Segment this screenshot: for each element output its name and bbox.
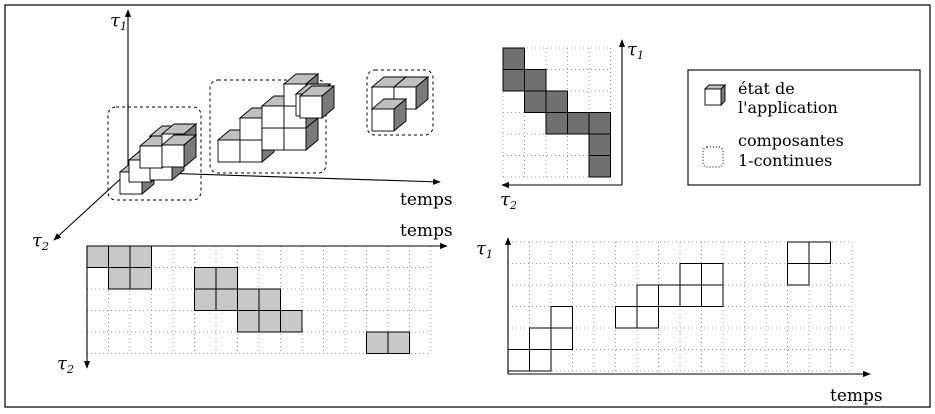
grid-cell bbox=[280, 310, 303, 333]
topright-cells bbox=[502, 47, 611, 178]
grid-cell bbox=[215, 267, 238, 290]
iso-panel: τ1 τ2 temps bbox=[32, 9, 453, 253]
bottomright-tau1-label: τ1 bbox=[476, 238, 493, 261]
bottomleft-time-label: temps bbox=[400, 221, 453, 241]
bottomright-panel: τ1 temps bbox=[476, 237, 883, 406]
grid-cell bbox=[679, 284, 702, 307]
grid-cell bbox=[701, 284, 724, 307]
legend-components-line2: 1-continues bbox=[738, 151, 832, 170]
grid-cell bbox=[194, 288, 217, 311]
grid-cell bbox=[701, 263, 724, 286]
grid-cell bbox=[808, 241, 831, 264]
grid-cell bbox=[502, 69, 525, 92]
grid-cell bbox=[588, 133, 611, 156]
legend: état de l'application composantes 1-cont… bbox=[687, 69, 921, 186]
grid-cell bbox=[502, 47, 525, 70]
grid-cell bbox=[129, 267, 152, 290]
legend-cube-icon bbox=[703, 83, 727, 107]
grid-cell bbox=[194, 267, 217, 290]
bottomright-time-label: temps bbox=[830, 386, 883, 406]
grid-cell bbox=[237, 288, 260, 311]
grid-cell bbox=[524, 69, 547, 92]
grid-cell bbox=[550, 306, 573, 329]
bottomleft-cells bbox=[86, 245, 410, 354]
legend-dotted-icon bbox=[702, 146, 724, 168]
grid-cell bbox=[258, 288, 281, 311]
grid-cell bbox=[787, 241, 810, 264]
grid-cell bbox=[108, 245, 131, 268]
grid-cell bbox=[679, 263, 702, 286]
iso-time-label: temps bbox=[400, 190, 453, 210]
grid-cell bbox=[86, 245, 109, 268]
topright-panel: τ1 τ2 bbox=[500, 39, 644, 212]
legend-components-line1: composantes bbox=[738, 131, 844, 150]
grid-cell bbox=[507, 349, 530, 372]
grid-cell bbox=[258, 310, 281, 333]
grid-cell bbox=[658, 284, 681, 307]
iso-cube bbox=[370, 98, 408, 132]
iso-cube bbox=[298, 85, 336, 119]
legend-state-line2: l'application bbox=[738, 98, 838, 117]
grid-cell bbox=[366, 331, 389, 354]
iso-cube bbox=[160, 134, 198, 168]
iso-cubes bbox=[118, 73, 430, 195]
topright-tau1-label: τ1 bbox=[627, 39, 644, 62]
grid-cell bbox=[615, 306, 638, 329]
iso-component-box-2 bbox=[209, 79, 327, 174]
grid-cell bbox=[529, 327, 552, 350]
grid-cell bbox=[567, 112, 590, 135]
grid-cell bbox=[550, 327, 573, 350]
legend-state-line1: état de bbox=[738, 79, 795, 98]
grid-cell bbox=[129, 245, 152, 268]
iso-tau1-label: τ1 bbox=[110, 10, 127, 33]
iso-tau2-axis bbox=[53, 171, 129, 241]
legend-box bbox=[687, 69, 921, 186]
grid-cell bbox=[237, 310, 260, 333]
iso-tau2-label: τ2 bbox=[32, 230, 49, 253]
grid-cell bbox=[529, 349, 552, 372]
topright-tau2-label: τ2 bbox=[500, 189, 517, 212]
grid-cell bbox=[588, 112, 611, 135]
grid-cell bbox=[215, 288, 238, 311]
grid-cell bbox=[588, 155, 611, 178]
bottomright-cells bbox=[507, 241, 831, 372]
bottomleft-tau2-label: τ2 bbox=[57, 353, 74, 376]
grid-cell bbox=[524, 90, 547, 113]
iso-component-box-1 bbox=[107, 106, 202, 201]
grid-cell bbox=[545, 90, 568, 113]
grid-cell bbox=[787, 263, 810, 286]
grid-cell bbox=[108, 267, 131, 290]
grid-cell bbox=[636, 284, 659, 307]
grid-cell bbox=[387, 331, 410, 354]
grid-cell bbox=[636, 306, 659, 329]
bottomleft-panel: temps τ2 bbox=[57, 221, 453, 376]
outer-frame bbox=[4, 4, 931, 408]
grid-cell bbox=[545, 112, 568, 135]
iso-component-box-3 bbox=[366, 69, 434, 136]
